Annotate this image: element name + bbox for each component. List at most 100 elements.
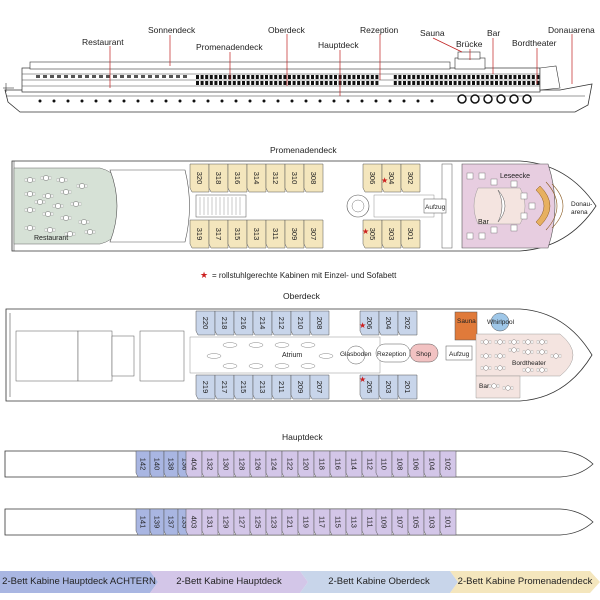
cabin-110: 110 xyxy=(375,450,393,478)
cabin-103: 103 xyxy=(423,508,441,536)
cabin-120: 120 xyxy=(297,450,315,478)
promenade-deck-title: Promenadendeck xyxy=(270,145,337,155)
cabin-number: 306 xyxy=(368,172,377,185)
cabin-number: 117 xyxy=(318,516,327,528)
cabin-122: 122 xyxy=(281,450,299,478)
donauarena-seating xyxy=(535,185,551,227)
cabin-number: 312 xyxy=(271,172,280,185)
cabin-number: 105 xyxy=(412,516,421,529)
cabin-number: 129 xyxy=(222,516,231,529)
accessibility-note: ★ = rollstuhlgerechte Kabinen mit Einzel… xyxy=(200,270,397,280)
cabin-number: 103 xyxy=(428,516,437,529)
cabin-number: 142 xyxy=(139,458,148,471)
legend-item-main: 2-Bett Kabine Hauptdeck xyxy=(176,576,282,587)
cabin-number: 219 xyxy=(201,381,210,394)
label-oberdeck: Oberdeck xyxy=(268,25,306,35)
upper-aft-room xyxy=(15,330,79,382)
label-donauarena: Donauarena xyxy=(548,25,595,35)
legend-swatch xyxy=(150,571,308,593)
cabin-403: 403 xyxy=(185,508,203,536)
cabin-104: 104 xyxy=(423,450,441,478)
cabin-number: 131 xyxy=(206,516,215,529)
upper-deck-title: Oberdeck xyxy=(283,291,321,301)
cabin-number: 104 xyxy=(428,458,437,471)
cabin-115: 115 xyxy=(329,508,347,536)
label-aufzug-upper: Aufzug xyxy=(449,351,470,358)
bordtheater-lounge xyxy=(475,333,574,377)
label-bruecke: Brücke xyxy=(456,39,483,49)
cabin-number: 310 xyxy=(290,172,299,185)
cabin-number: 102 xyxy=(444,458,453,471)
legend-item-upper: 2-Bett Kabine Oberdeck xyxy=(328,576,430,587)
cabin-310: 310 xyxy=(284,163,305,193)
cabin-304: 304★ xyxy=(381,163,402,193)
cabin-number: 141 xyxy=(139,516,148,529)
cabin-207: 207 xyxy=(309,374,330,400)
label-arena: Donau-arena xyxy=(571,201,592,216)
cabin-102: 102 xyxy=(439,450,457,478)
cabin-301: 301 xyxy=(400,219,421,249)
label-rezeption-deck: Rezeption xyxy=(377,351,407,358)
upper-elevator xyxy=(445,345,473,361)
cabin-119: 119 xyxy=(297,508,315,536)
cabin-127: 127 xyxy=(233,508,251,536)
cabin-140: 140 xyxy=(149,450,165,478)
side-view-leaders xyxy=(109,34,573,96)
promenade-deck xyxy=(11,160,597,252)
main-deck-title: Hauptdeck xyxy=(282,432,323,442)
cabin-number: 201 xyxy=(403,381,412,394)
cabin-116: 116 xyxy=(329,450,347,478)
cabin-number: 118 xyxy=(318,458,327,470)
cabin-216: 216 xyxy=(233,310,254,336)
accessible-star-icon: ★ xyxy=(362,227,369,236)
cabin-108: 108 xyxy=(391,450,409,478)
cabin-number: 206 xyxy=(365,317,374,330)
cabin-number: 107 xyxy=(396,516,405,529)
cabin-105: 105 xyxy=(407,508,425,536)
cabin-number: 314 xyxy=(252,172,261,185)
cabin-number: 115 xyxy=(334,516,343,528)
cabin-203: 203 xyxy=(378,374,399,400)
atrium-seating xyxy=(206,342,334,369)
cabin-number: 106 xyxy=(412,458,421,471)
promenade-staircase xyxy=(195,194,247,218)
cabin-206: 206★ xyxy=(359,310,380,336)
cabin-313: 313 xyxy=(246,219,267,249)
glasboden-floor xyxy=(346,345,366,365)
label-glasboden: Glasboden xyxy=(340,351,372,358)
cabin-number: 135 xyxy=(181,516,190,529)
label-bar-upper: Bar xyxy=(479,383,490,390)
cabin-137: 137 xyxy=(163,508,179,536)
cabin-118: 118 xyxy=(313,450,331,478)
cabin-number: 127 xyxy=(238,516,247,529)
promenade-stair-steps xyxy=(199,197,241,215)
label-promenadendeck: Promenadendeck xyxy=(196,42,263,52)
cabin-number: 202 xyxy=(403,317,412,330)
cabin-217: 217 xyxy=(214,374,235,400)
cabin-number: 122 xyxy=(286,458,295,471)
cabin-111: 111 xyxy=(361,508,379,536)
cabin-113: 113 xyxy=(345,508,363,536)
side-view-windows xyxy=(36,75,540,85)
cabin-306: 306 xyxy=(362,163,383,193)
cabin-number: 119 xyxy=(302,516,311,528)
cabin-number: 311 xyxy=(271,228,280,240)
cabin-number: 211 xyxy=(277,381,286,393)
label-whirlpool: Whirlpool xyxy=(487,319,515,326)
cabin-number: 125 xyxy=(254,516,263,529)
label-sauna: Sauna xyxy=(420,28,445,38)
cabin-318: 318 xyxy=(208,163,229,193)
promenade-labels: Restaurant Aufzug Bar Leseecke Donau-are… xyxy=(34,173,592,242)
cabin-number: 303 xyxy=(387,228,396,241)
bordtheater-chairs xyxy=(480,339,562,391)
cabin-number: 308 xyxy=(309,172,318,185)
side-view-labels: Restaurant Sonnendeck Promenadendeck Obe… xyxy=(82,25,595,52)
label-rezeption: Rezeption xyxy=(360,25,399,35)
cabin-number: 301 xyxy=(406,228,415,241)
cabin-number: 138 xyxy=(167,458,176,471)
cabin-number: 109 xyxy=(380,516,389,529)
cabin-107: 107 xyxy=(391,508,409,536)
accessible-star-icon: ★ xyxy=(359,375,366,384)
cabin-201: 201 xyxy=(397,374,418,400)
